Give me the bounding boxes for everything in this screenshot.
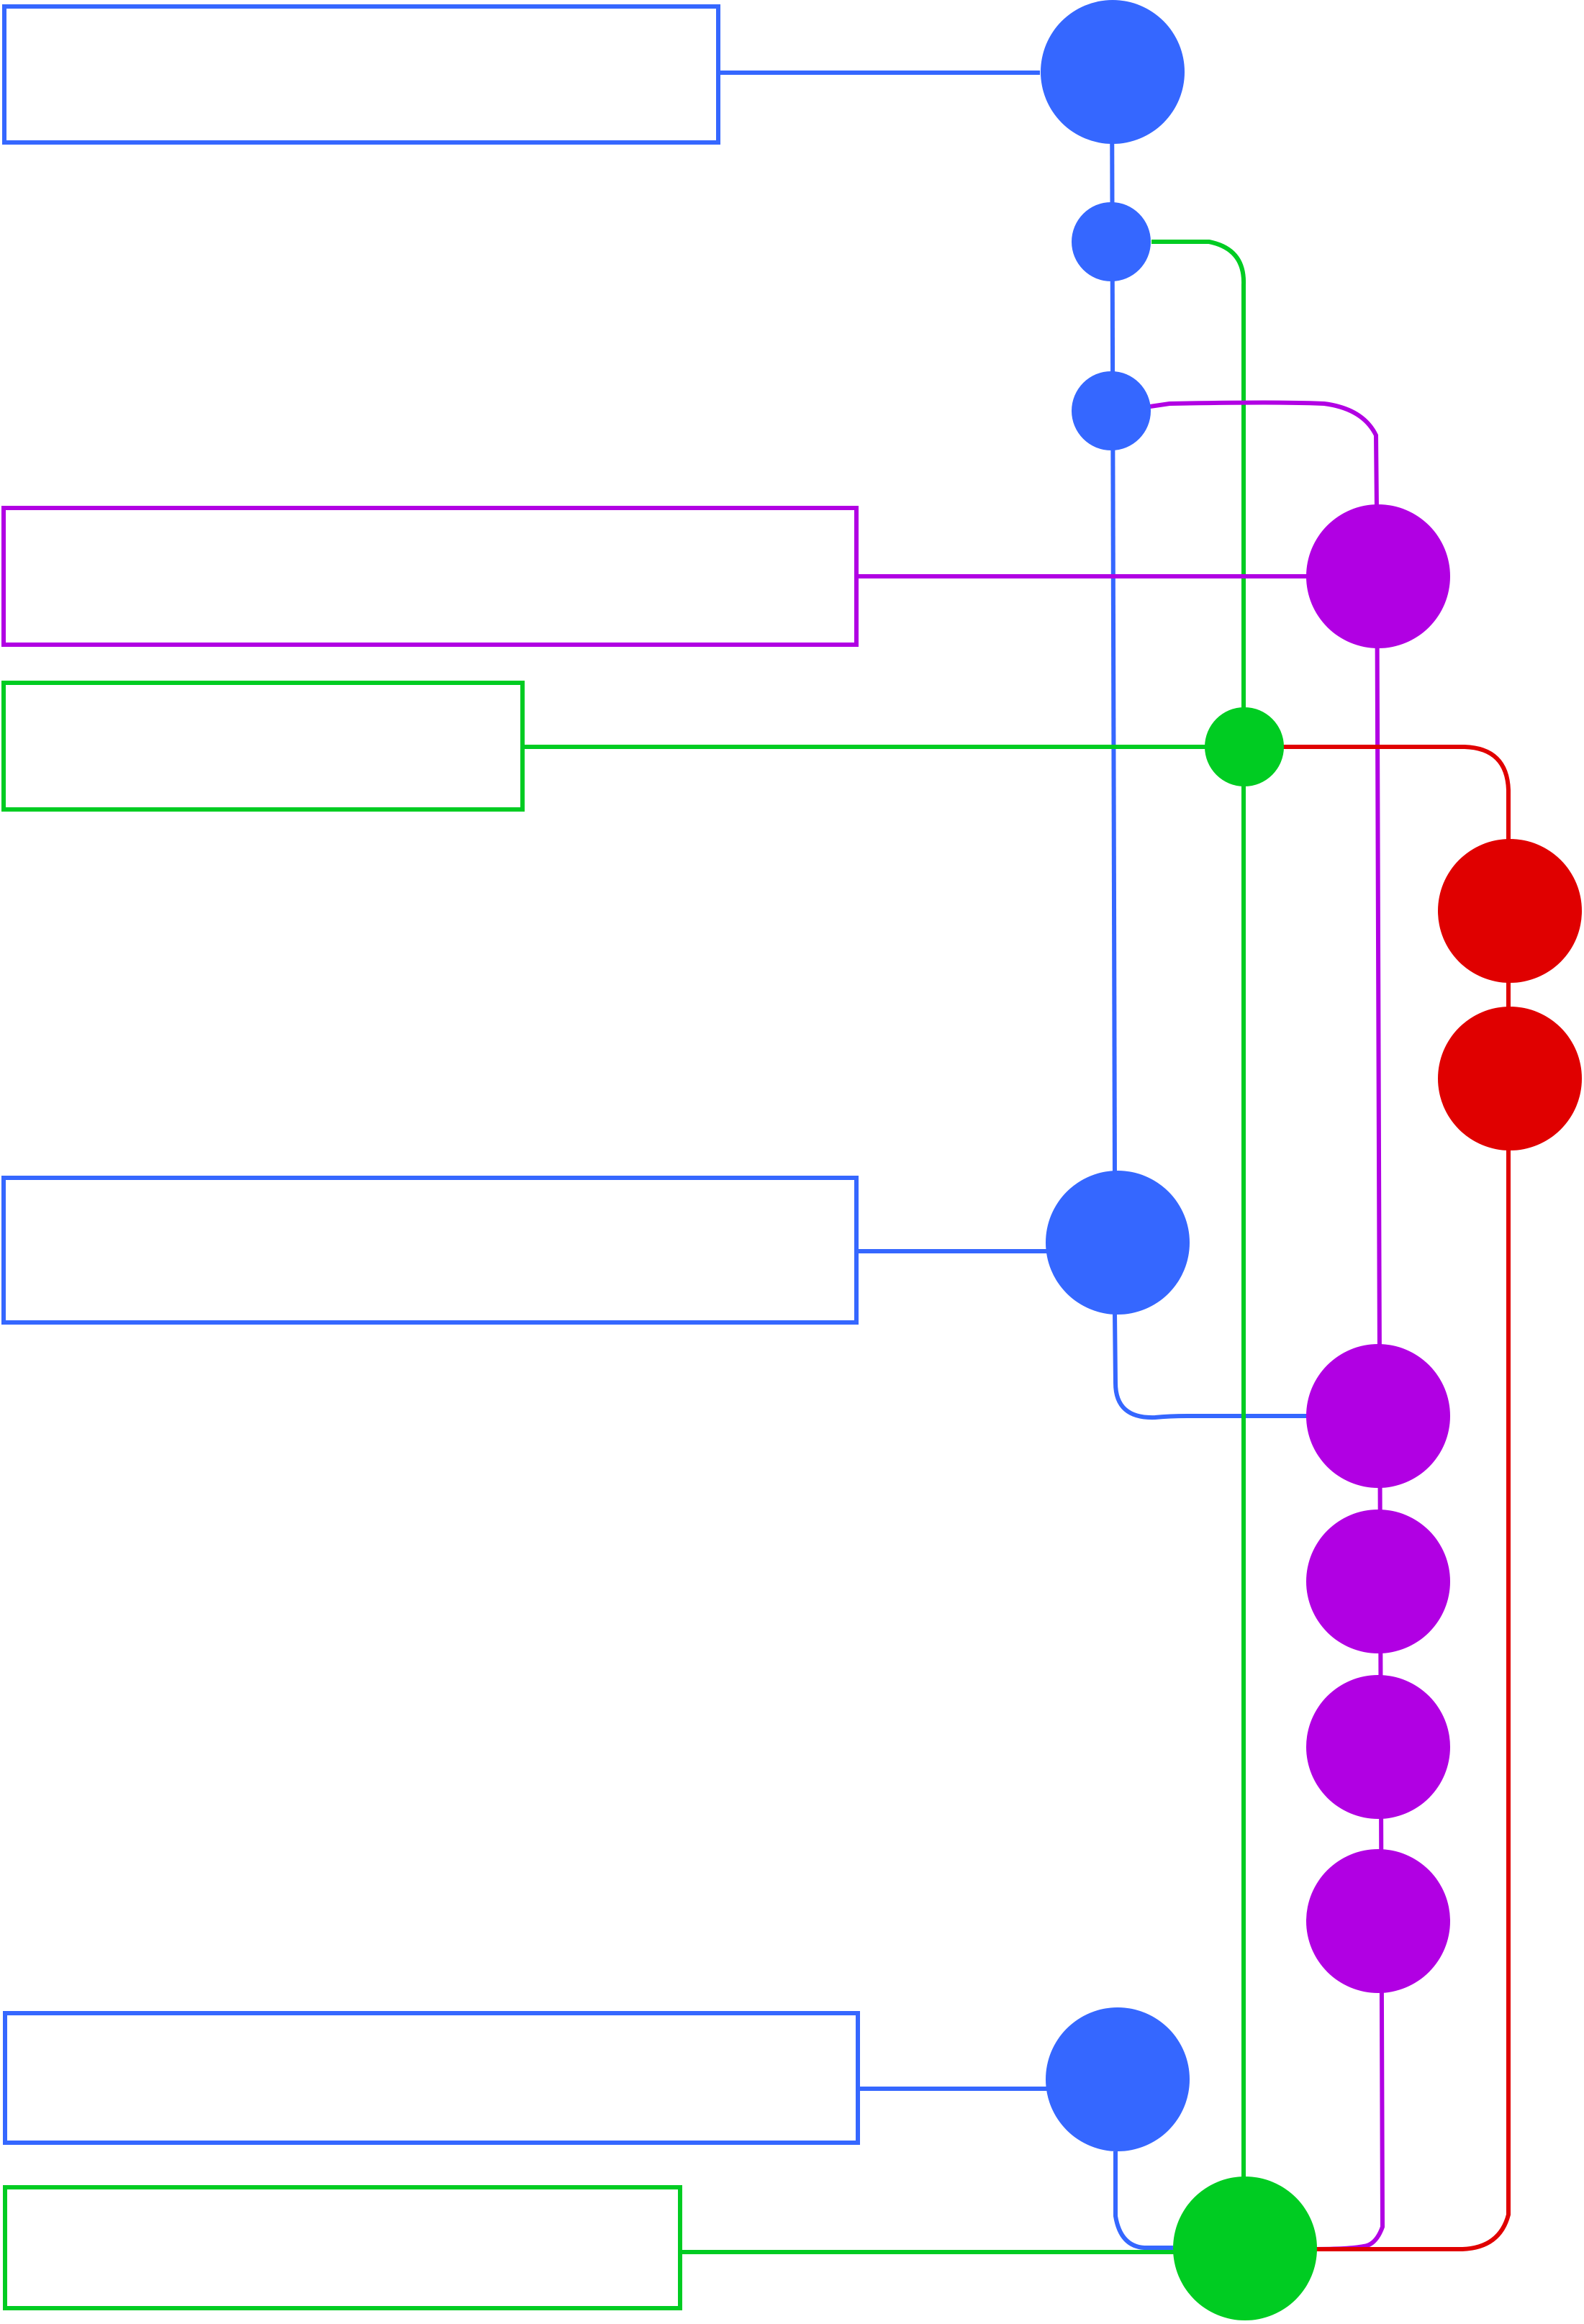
commit-node-purple-10 (1306, 1510, 1450, 1653)
commit-nodes (1041, 0, 1582, 2320)
edge-red-5 (1261, 745, 1511, 2251)
label-box-6 (3, 2185, 682, 2310)
label-box-5 (3, 2011, 860, 2145)
commit-node-green-5 (1205, 707, 1284, 786)
commit-node-purple-9 (1306, 1344, 1450, 1488)
branch-edges (1110, 71, 1511, 2288)
commit-node-blue-3 (1072, 371, 1151, 450)
label-boxes (1, 4, 860, 2310)
label-box-1 (2, 4, 720, 145)
commit-node-blue-2 (1072, 202, 1151, 281)
label-box-3 (1, 681, 525, 812)
edge-purple-4 (1149, 400, 1385, 2251)
edge-green-3 (1151, 240, 1246, 2288)
label-box-4 (1, 1176, 859, 1325)
label-connectors (522, 71, 1308, 2254)
commit-node-purple-12 (1306, 1849, 1450, 1993)
commit-node-blue-13 (1046, 2007, 1190, 2151)
commit-node-blue-1 (1041, 0, 1185, 144)
commit-node-blue-8 (1046, 1171, 1190, 1315)
edge-blue-1 (1113, 1312, 1308, 1420)
commit-node-green-14 (1173, 2177, 1317, 2320)
commit-node-purple-4 (1306, 504, 1450, 648)
commit-node-red-7 (1438, 1007, 1582, 1150)
commit-node-red-6 (1438, 839, 1582, 983)
label-box-2 (1, 506, 859, 647)
edge-blue-2 (1113, 2151, 1173, 2250)
commit-node-purple-11 (1306, 1675, 1450, 1819)
